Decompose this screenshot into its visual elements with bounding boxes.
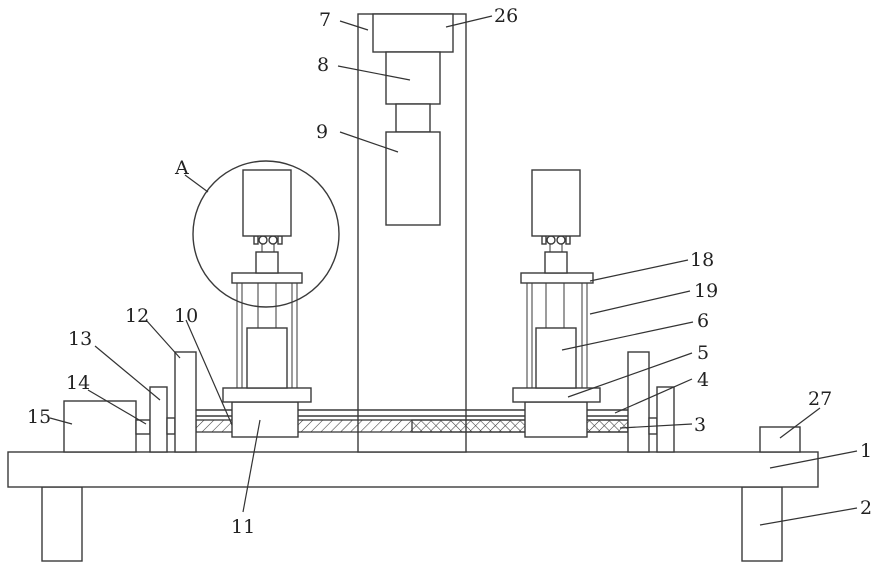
label-18: 18 — [690, 249, 714, 271]
base-plate — [8, 452, 818, 487]
left-slider-11 — [232, 402, 298, 437]
label-1: 1 — [860, 440, 872, 462]
right-clamp-block — [532, 170, 580, 236]
label-10: 10 — [174, 305, 198, 327]
sensor-27 — [760, 427, 800, 452]
left-joint-block — [256, 252, 278, 273]
label-A: A — [174, 157, 189, 179]
label-26: 26 — [494, 5, 518, 27]
label-7: 7 — [319, 9, 331, 31]
label-2: 2 — [860, 497, 872, 519]
right-clamp-assembly — [513, 170, 600, 437]
upper-cylinder — [386, 52, 440, 104]
left-cylinder — [247, 328, 287, 388]
bearing-plate-right — [657, 387, 674, 452]
label-13: 13 — [68, 328, 92, 350]
label-27: 27 — [808, 388, 832, 410]
right-joint-block — [545, 252, 567, 273]
label-5: 5 — [697, 342, 709, 364]
bearing-plate-13 — [150, 387, 167, 452]
label-8: 8 — [317, 54, 329, 76]
lead-screw-right-thread — [412, 420, 628, 432]
label-14: 14 — [66, 372, 90, 394]
left-clamp-assembly — [193, 161, 339, 437]
label-19: 19 — [694, 280, 718, 302]
label-12: 12 — [125, 305, 149, 327]
left-leg — [42, 487, 82, 561]
bearing-left — [167, 418, 175, 434]
right-top-plate-18 — [521, 273, 593, 283]
right-slider — [525, 402, 587, 437]
motor-15 — [64, 401, 136, 452]
label-9: 9 — [316, 121, 328, 143]
press-head — [386, 132, 440, 225]
left-clamp-block — [243, 170, 291, 236]
left-top-plate — [232, 273, 302, 283]
piston-rod — [396, 104, 430, 132]
label-4: 4 — [697, 369, 709, 391]
label-3: 3 — [694, 414, 706, 436]
label-15: 15 — [27, 406, 51, 428]
right-cylinder-6 — [536, 328, 576, 388]
left-slide-plate — [223, 388, 311, 402]
right-leg — [742, 487, 782, 561]
label-11: 11 — [231, 516, 255, 538]
support-post-12 — [175, 352, 196, 452]
label-6: 6 — [697, 310, 709, 332]
top-block — [373, 14, 453, 52]
